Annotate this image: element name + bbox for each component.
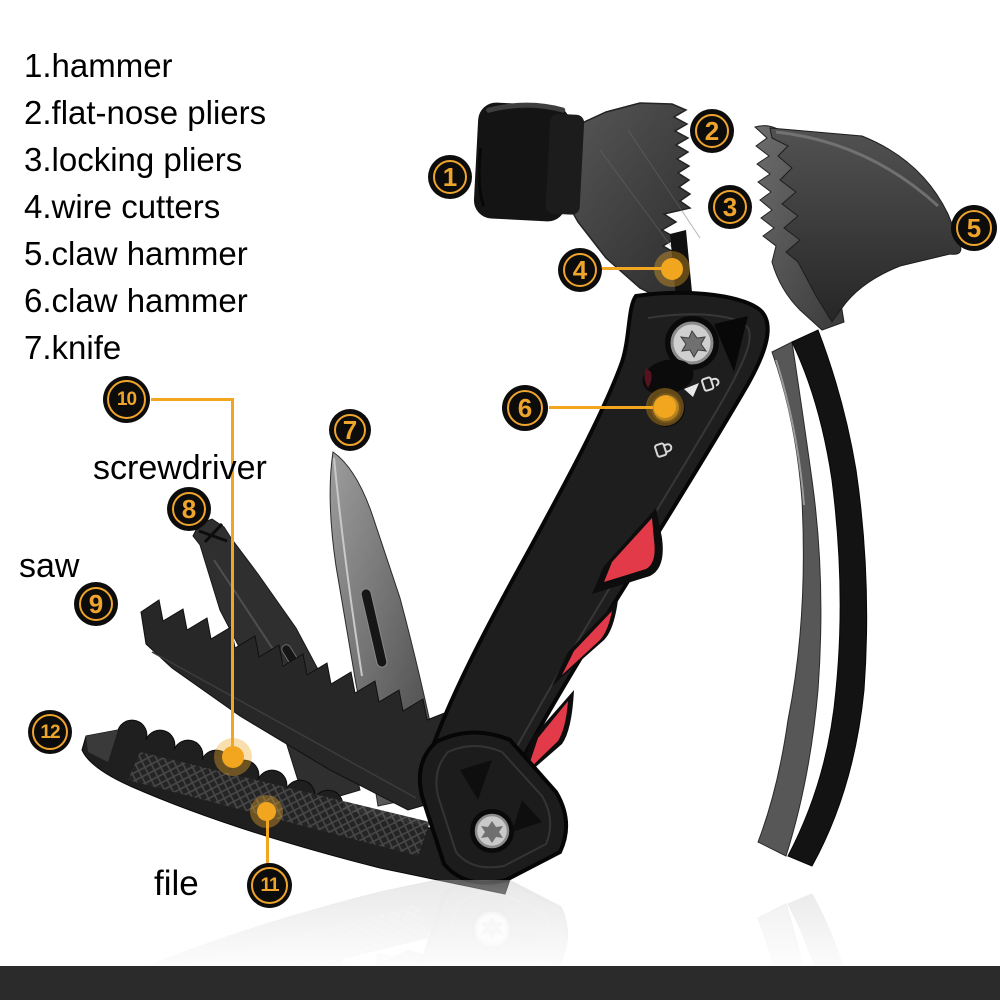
- handle-red-inserts: [516, 508, 663, 784]
- callout-number: 6: [517, 393, 533, 423]
- callout-badge-8: 8: [167, 487, 211, 531]
- callout-6-line: [549, 406, 653, 409]
- callout-badge-6: 6: [502, 385, 548, 431]
- saw-label: saw: [19, 547, 80, 585]
- callout-badge-1: 1: [428, 155, 472, 199]
- legend-item: 4.wire cutters: [24, 188, 221, 225]
- parts-legend: 1.hammer 2.flat-nose pliers 3.locking pl…: [24, 42, 266, 371]
- callout-4-line: [602, 267, 664, 270]
- claw-lever-gray-edge: [775, 359, 805, 506]
- callout-number: 3: [722, 192, 738, 222]
- lock-slider: [642, 359, 699, 397]
- bottom-bar: [0, 966, 1000, 1000]
- callout-11-line: [266, 812, 269, 865]
- torx-screw-top: [665, 316, 719, 370]
- file-label: file: [154, 864, 199, 903]
- callout-number: 4: [572, 255, 588, 285]
- legend-item: 7.knife: [24, 329, 122, 366]
- claw-hammer-head: [769, 127, 962, 323]
- callout-number: 8: [181, 494, 197, 524]
- callout-10-line-horizontal: [151, 398, 232, 401]
- handle-triangle-cutout: [714, 316, 748, 372]
- callout-number: 7: [342, 415, 358, 445]
- callout-10-line-vertical: [231, 398, 234, 750]
- saw-edge-highlight: [151, 651, 417, 799]
- callout-badge-3: 3: [708, 185, 752, 229]
- callout-number: 11: [260, 875, 279, 896]
- callout-badge-7: 7: [329, 409, 371, 451]
- pivot-plate: [417, 730, 569, 885]
- callout-badge-11: 11: [247, 863, 292, 908]
- callout-badge-10: 10: [103, 376, 150, 423]
- unlock-icon: [701, 376, 720, 392]
- callout-number: 10: [116, 389, 137, 410]
- callout-4-dot: [661, 258, 683, 280]
- callout-badge-5: 5: [951, 205, 997, 251]
- hammer-head: [473, 102, 585, 222]
- callout-number: 1: [442, 162, 458, 192]
- reflection: [0, 880, 1000, 966]
- claw-lever-gray: [757, 341, 822, 857]
- callout-10-dot: [222, 746, 244, 768]
- callout-11-dot: [257, 802, 276, 821]
- lock-icon: [654, 442, 673, 458]
- file-blade: [81, 719, 521, 895]
- handle-body: [425, 290, 770, 791]
- legend-item: 5.claw hammer: [24, 235, 248, 272]
- callout-badge-9: 9: [74, 582, 118, 626]
- legend-item: 2.flat-nose pliers: [24, 94, 267, 131]
- legend-item: 3.locking pliers: [24, 141, 243, 178]
- screwdriver-label: screwdriver: [93, 449, 267, 487]
- callout-6-dot: [654, 396, 676, 418]
- callout-number: 5: [966, 213, 982, 243]
- legend-item: 6.claw hammer: [24, 282, 248, 319]
- callout-badge-4: 4: [558, 248, 602, 292]
- torx-screw-bottom: [470, 809, 514, 853]
- callout-number: 2: [704, 116, 720, 146]
- callout-badge-12: 12: [28, 710, 72, 754]
- callout-number: 12: [40, 721, 60, 743]
- callout-number: 9: [88, 589, 104, 619]
- claw-head-highlight: [775, 130, 940, 208]
- callout-badge-2: 2: [690, 109, 734, 153]
- claw-lever-black: [787, 329, 868, 867]
- legend-item: 1.hammer: [24, 47, 173, 84]
